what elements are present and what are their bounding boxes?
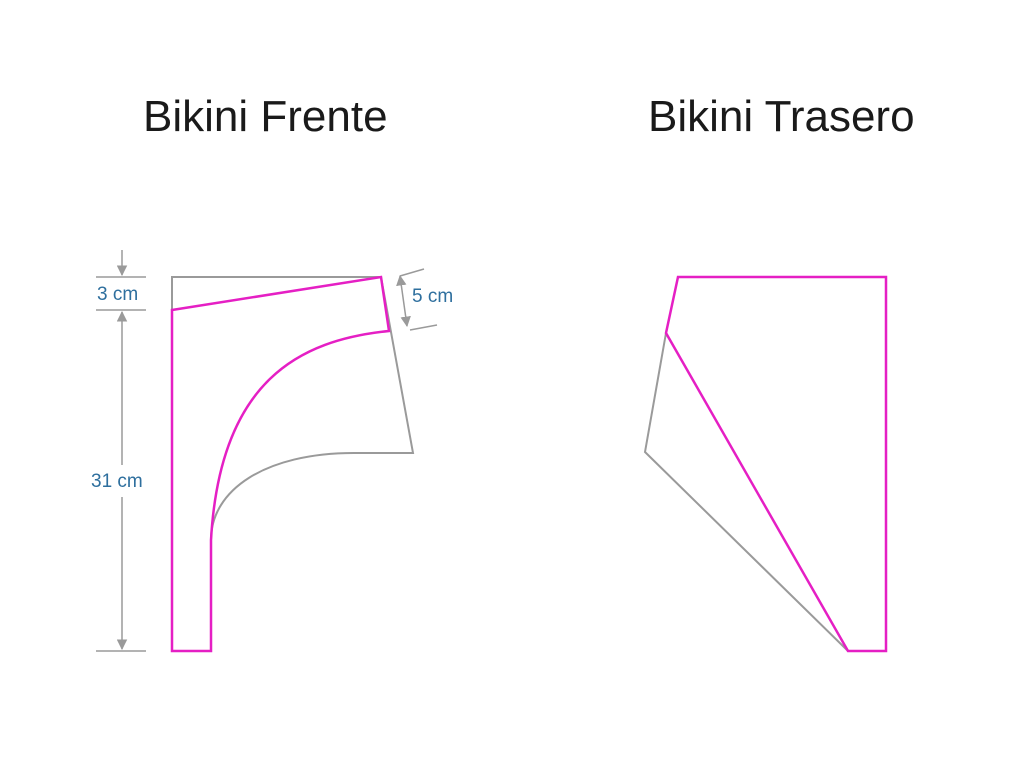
height-label: 31 cm <box>91 471 143 492</box>
front-piece <box>96 250 438 653</box>
side-drop-dimension <box>396 268 438 331</box>
height-dimension <box>96 310 146 652</box>
back-piece <box>643 275 888 653</box>
back-guide-outline <box>643 332 849 652</box>
side-drop-label: 5 cm <box>412 286 454 307</box>
top-drop-label: 3 cm <box>97 284 139 305</box>
front-guide-outline <box>171 276 415 541</box>
top-drop-dimension <box>96 250 146 311</box>
front-piece-title: Bikini Frente <box>143 92 388 141</box>
front-pattern-outline <box>170 275 391 653</box>
back-pattern-outline <box>664 275 888 653</box>
back-piece-title: Bikini Trasero <box>648 92 915 141</box>
